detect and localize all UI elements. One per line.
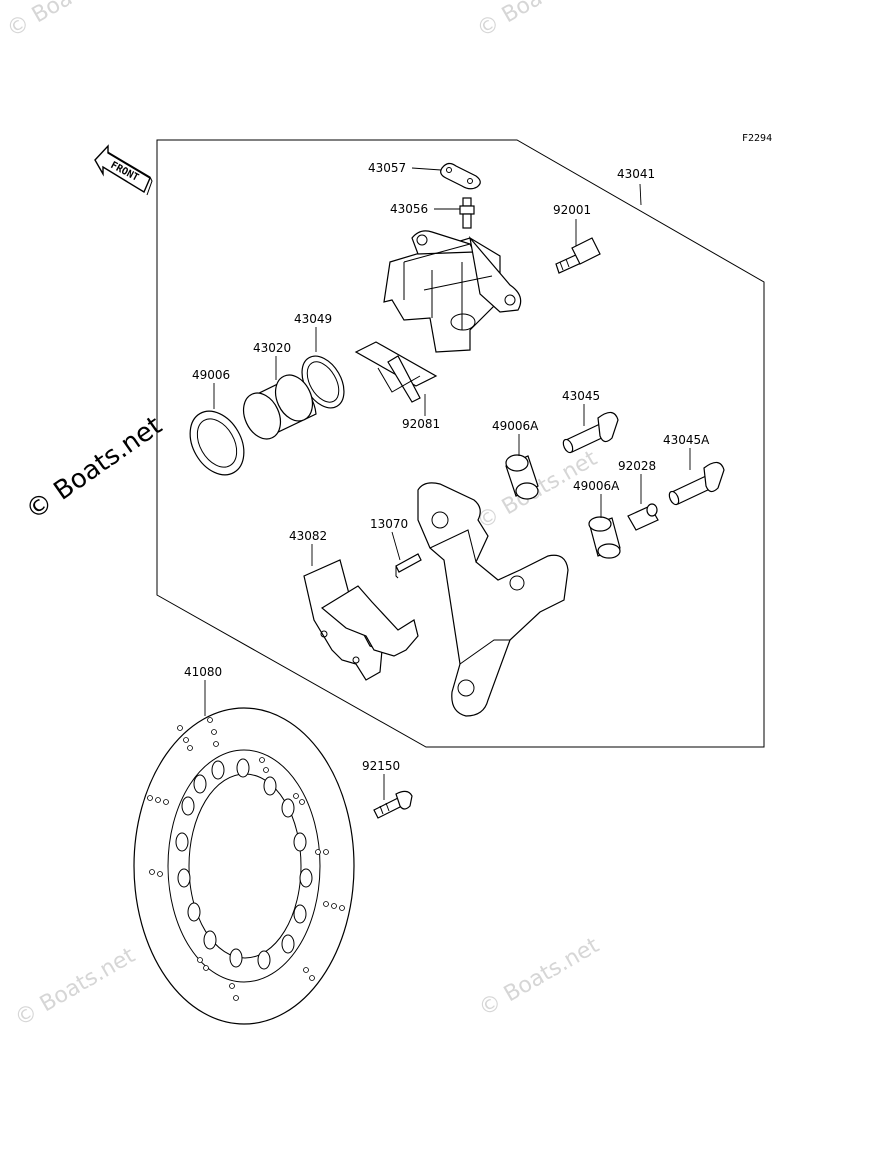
label-92001: 92001 [553,203,591,217]
figure-code: F2294 [742,133,772,144]
pin-43045 [562,411,619,454]
brake-pads-43082 [303,559,419,681]
label-92028: 92028 [618,459,656,473]
label-49006A-lower: 49006A [573,479,620,493]
assembly-outline [156,139,765,748]
caliper-body [383,230,522,353]
bolt-92001 [555,237,601,274]
label-43041: 43041 [617,167,655,181]
label-92150: 92150 [362,759,400,773]
label-43045A: 43045A [663,433,710,447]
label-41080: 41080 [184,665,222,679]
piston-43020 [242,374,317,440]
bleeder-cap-43057 [440,162,481,190]
label-92081: 92081 [402,417,440,431]
caliper-bracket [417,482,569,717]
dust-seal-49006 [189,410,245,476]
label-49006: 49006 [192,368,230,382]
label-43020: 43020 [253,341,291,355]
pad-pin-13070 [395,553,422,579]
boot-49006A-lower [588,516,621,559]
bleeder-valve-43056 [459,197,475,229]
label-49006A-upper: 49006A [492,419,539,433]
label-13070: 13070 [370,517,408,531]
label-43049: 43049 [294,312,332,326]
label-43082: 43082 [289,529,327,543]
bolt-92150 [373,790,413,819]
pin-43045A [668,461,725,506]
label-43056: 43056 [390,202,428,216]
front-arrow-icon: FRONT [94,144,153,196]
label-43045: 43045 [562,389,600,403]
pad-spring-92081 [354,341,438,403]
boot-49006A-upper [505,454,539,500]
collar-92028 [627,503,659,531]
brake-disc-41080 [133,707,355,1025]
label-43057: 43057 [368,161,406,175]
